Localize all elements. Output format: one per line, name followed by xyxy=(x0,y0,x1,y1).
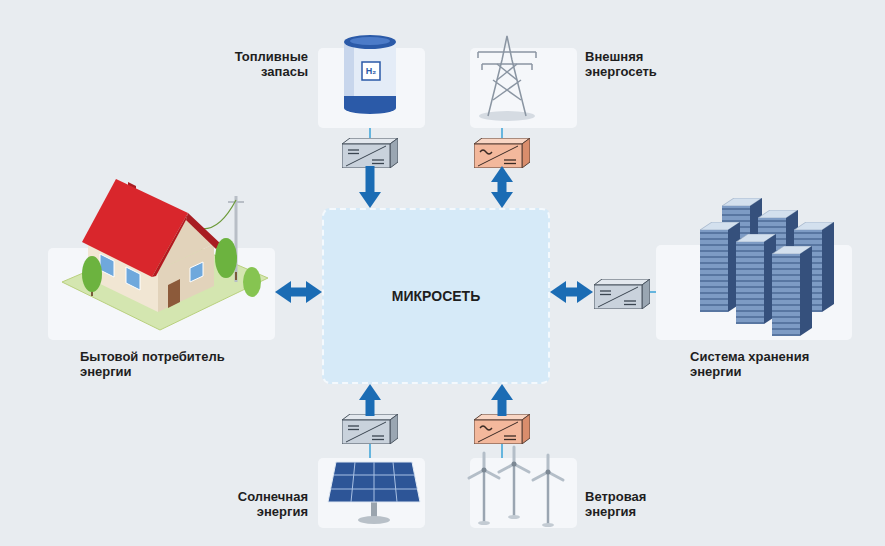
feed-wires xyxy=(501,443,503,458)
power-pylon xyxy=(488,36,526,116)
fuel-tank xyxy=(344,42,354,100)
converters xyxy=(342,414,398,444)
power-flow-arrow xyxy=(366,166,375,194)
wind-turbines xyxy=(469,447,563,527)
house xyxy=(126,267,140,290)
microgrid-box: МИКРОСЕТЬ xyxy=(322,208,550,384)
power-flow-arrow xyxy=(564,288,579,297)
converters xyxy=(342,138,398,168)
panels xyxy=(470,48,577,128)
solar-panel xyxy=(371,502,377,518)
node-label: Солнечная энергия xyxy=(218,490,308,520)
node-label: Топливные запасы xyxy=(218,50,308,80)
power-flow-arrow xyxy=(498,398,507,416)
solar-panel xyxy=(328,462,420,502)
panels xyxy=(48,48,852,528)
power-pylon xyxy=(482,63,532,65)
chemical-formula: H₂ xyxy=(366,67,377,76)
wind-source: Ветровая энергия xyxy=(470,416,577,528)
solar-source: Солнечная энергия xyxy=(318,416,425,528)
power-pylon xyxy=(481,64,483,70)
server-racks xyxy=(772,246,812,336)
power-pylon xyxy=(535,52,537,58)
power-pylon xyxy=(479,111,535,121)
server-racks xyxy=(700,198,834,336)
feed-wires xyxy=(650,291,656,293)
feed-wires xyxy=(501,128,503,139)
solar-panel xyxy=(374,462,375,502)
feed-wires xyxy=(369,128,371,139)
house xyxy=(190,262,203,282)
converters xyxy=(594,279,650,309)
storage: Система хранения энергии xyxy=(593,245,852,340)
node-label: МИКРОСЕТЬ xyxy=(336,288,536,304)
house xyxy=(215,238,237,278)
solar-panel xyxy=(331,462,417,502)
power-flow-arrow xyxy=(289,288,308,297)
server-racks xyxy=(700,222,740,312)
house xyxy=(82,256,102,292)
house xyxy=(235,272,237,280)
panels xyxy=(318,458,425,528)
node-label: Бытовой потребитель энергии xyxy=(80,350,260,380)
house xyxy=(152,213,188,277)
node-label: Внешняя энергосеть xyxy=(585,50,675,80)
house xyxy=(100,254,114,277)
grid-source: Внешняя энергосеть xyxy=(470,48,577,166)
power-pylon xyxy=(493,80,521,100)
fuel-tank xyxy=(362,62,380,80)
consumer: Бытовой потребитель энергии xyxy=(48,248,275,340)
house xyxy=(186,213,222,249)
fuel-tank xyxy=(344,96,396,108)
tank-label: H₂ xyxy=(362,62,380,80)
power-pylon xyxy=(497,64,517,80)
power-pylon xyxy=(478,36,536,121)
fuel-tank xyxy=(344,42,396,100)
power-pylon xyxy=(478,51,536,53)
converters xyxy=(474,414,530,444)
power-flow-arrow xyxy=(498,180,507,194)
power-pylon xyxy=(477,52,479,58)
node-label: Система хранения энергии xyxy=(690,350,840,380)
wind-turbines xyxy=(533,455,563,527)
fuel-tank xyxy=(344,35,396,49)
solar-panel xyxy=(351,462,355,502)
solar-panel xyxy=(393,462,397,502)
power-pylon xyxy=(531,64,533,70)
house xyxy=(243,267,261,297)
server-racks xyxy=(736,234,776,324)
solar-panel xyxy=(328,462,420,524)
house xyxy=(168,279,180,308)
solar-panel xyxy=(331,489,417,490)
solar-panel xyxy=(358,516,390,524)
converters xyxy=(474,138,530,168)
node-label: Ветровая энергия xyxy=(585,490,675,520)
solar-panel xyxy=(334,475,415,476)
power-pylon xyxy=(497,64,517,80)
house xyxy=(228,201,244,203)
fuel-tank xyxy=(344,35,396,114)
feed-wires xyxy=(369,443,371,458)
wind-turbines xyxy=(469,453,499,525)
power-pylon xyxy=(493,80,521,100)
house xyxy=(62,179,268,330)
power-flow-arrow xyxy=(366,398,375,416)
fuel-tank xyxy=(350,37,390,45)
wind-turbines xyxy=(499,447,529,519)
